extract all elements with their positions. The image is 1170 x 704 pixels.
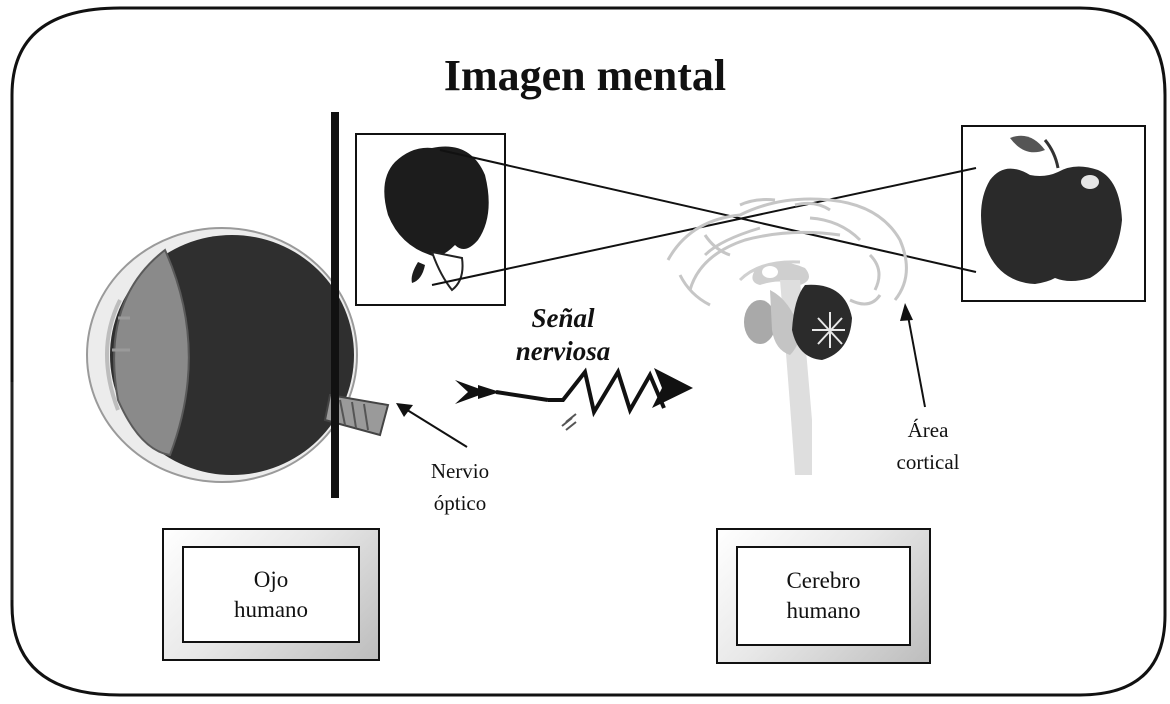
apple-image — [962, 126, 1145, 301]
cortical-area-label: Área cortical — [868, 414, 988, 478]
human-brain-caption-inner: Cerebro humano — [736, 546, 911, 646]
diagram-title: Imagen mental — [0, 50, 1170, 101]
human-eye-caption-box: Ojo humano — [162, 528, 380, 661]
nerve-signal-label: Señal nerviosa — [493, 302, 633, 368]
human-eye-illustration — [87, 228, 357, 482]
human-brain-caption: Cerebro humano — [786, 566, 860, 626]
nerve-signal-label-line2: nerviosa — [493, 335, 633, 368]
nerve-signal-arrow — [455, 368, 693, 430]
optic-nerve-label: Nervio óptico — [410, 455, 510, 519]
brain-stem-and-cerebellum — [744, 262, 852, 475]
human-eye-caption-inner: Ojo humano — [182, 546, 360, 643]
vertical-screen-bar — [331, 112, 339, 498]
cortical-area-pointer-arrow — [900, 303, 925, 407]
human-eye-caption: Ojo humano — [234, 565, 308, 625]
human-brain-caption-box: Cerebro humano — [716, 528, 931, 664]
optic-nerve-pointer-arrow — [396, 403, 467, 447]
nerve-signal-label-line1: Señal — [493, 302, 633, 335]
